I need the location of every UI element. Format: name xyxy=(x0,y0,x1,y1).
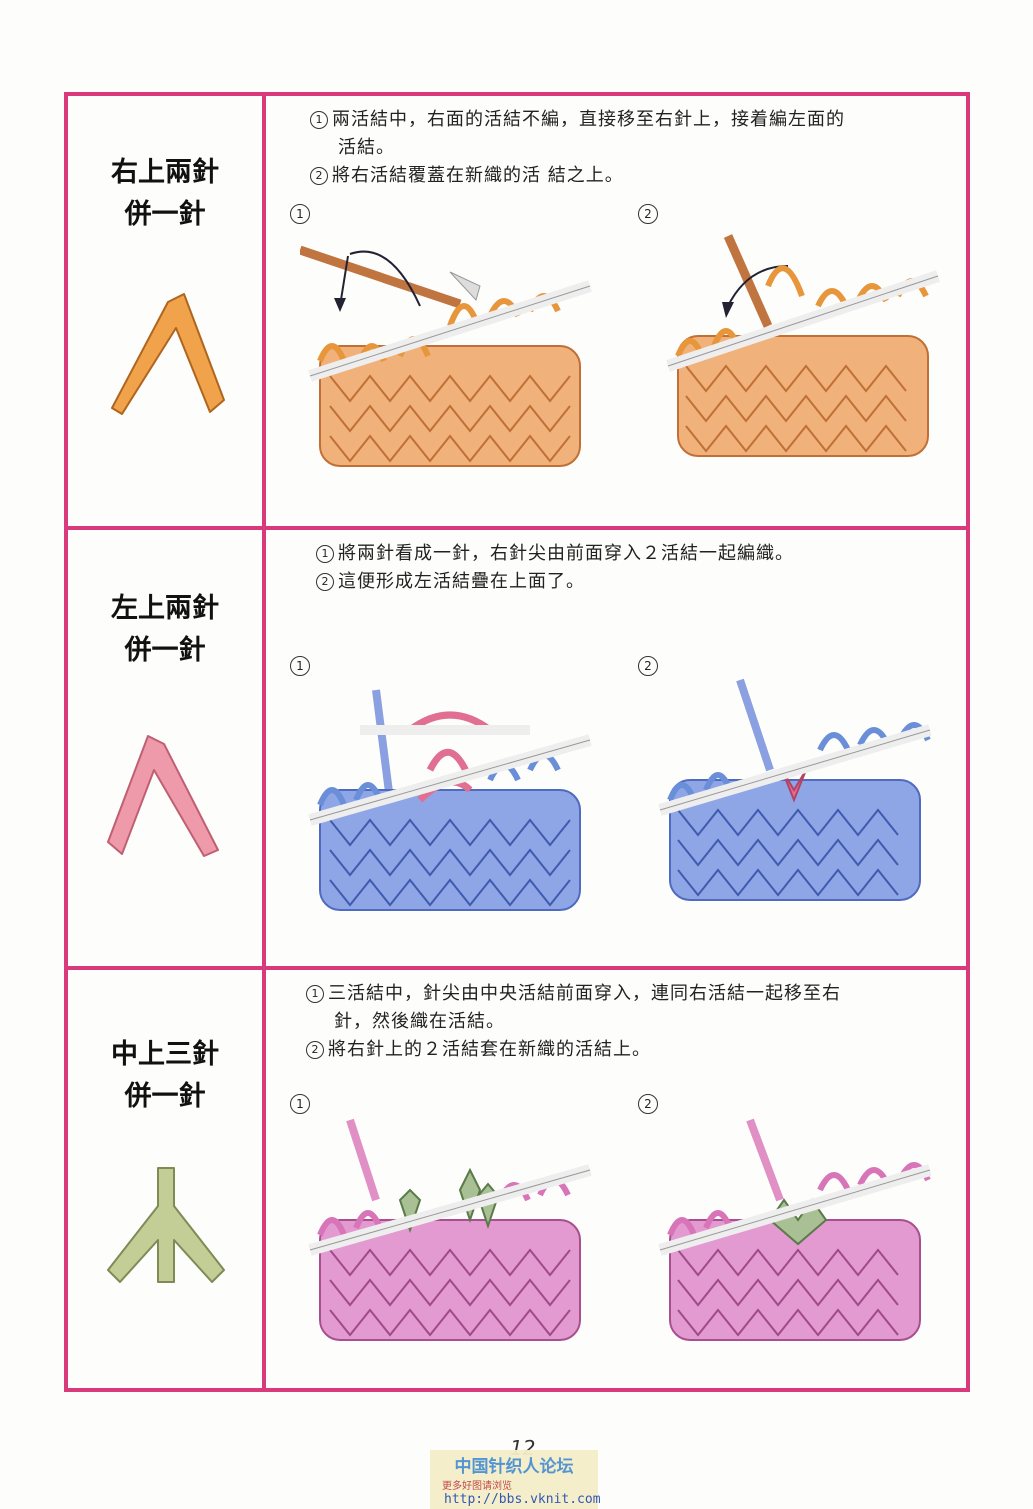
step-label: 1 xyxy=(290,204,310,224)
knitting-illustration xyxy=(308,1118,592,1341)
knitting-illustration xyxy=(658,678,932,901)
right-decrease-symbol-icon xyxy=(111,293,225,415)
watermark: 中国针织人论坛 更多好图请浏览 http://bbs.vknit.com xyxy=(430,1450,601,1509)
section-title: 右上兩針 併一針 xyxy=(111,157,219,230)
step-label: 2 xyxy=(638,656,658,676)
step-label: 1 xyxy=(290,656,310,676)
knitting-illustration xyxy=(300,245,592,467)
step-label: 2 xyxy=(638,204,658,224)
knitting-illustration xyxy=(666,234,940,457)
watermark-link[interactable]: http://bbs.vknit.com xyxy=(444,1492,601,1507)
left-decrease-symbol-icon xyxy=(107,735,219,857)
step-label: 2 xyxy=(638,1094,658,1114)
knitting-illustration xyxy=(308,689,592,911)
section-label-cell: 中上三針 併一針 xyxy=(68,970,266,1388)
section-title: 中上三針 併一針 xyxy=(111,1039,219,1112)
section-label-cell: 右上兩針 併一針 xyxy=(68,96,266,526)
center-double-decrease-symbol-icon xyxy=(107,1167,225,1283)
section-label-cell: 左上兩針 併一針 xyxy=(68,530,266,966)
knitting-illustration xyxy=(658,1118,932,1341)
section-title: 左上兩針 併一針 xyxy=(111,593,219,666)
step-label: 1 xyxy=(290,1094,310,1114)
